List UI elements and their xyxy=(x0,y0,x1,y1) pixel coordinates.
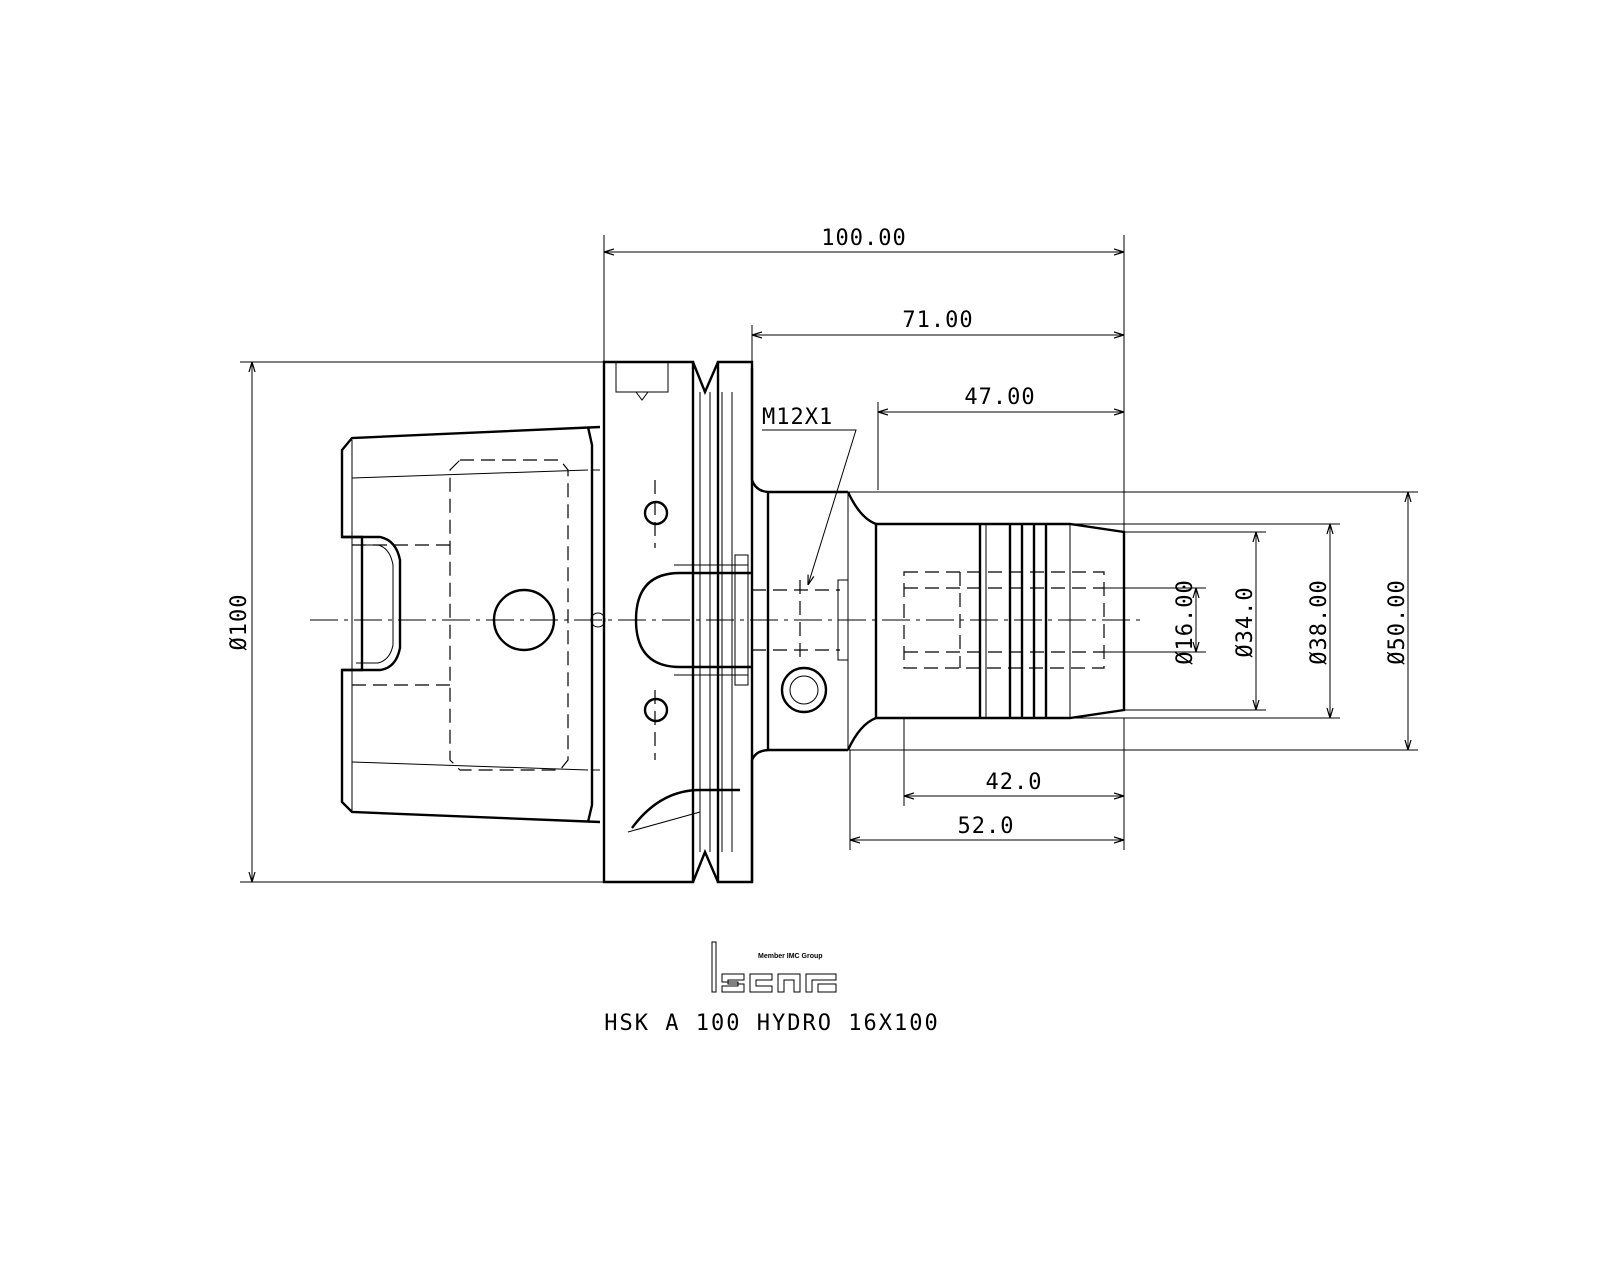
dimension-diameter-34: Ø34.0 xyxy=(1124,531,1266,711)
dimension-diameter-16: Ø16.00 xyxy=(1104,579,1206,665)
dimension-52: 52.0 xyxy=(849,750,1124,850)
dim-flange-diameter: Ø100 xyxy=(227,594,252,651)
dim-length-71: 71.00 xyxy=(902,308,973,333)
dimension-100: 100.00 xyxy=(603,226,1125,532)
dim-diameter-38: Ø38.00 xyxy=(1307,579,1332,664)
dimension-47: 47.00 xyxy=(877,385,1124,490)
dimension-diameter-38: Ø38.00 xyxy=(1070,523,1340,719)
thread-label: M12X1 xyxy=(762,405,833,430)
dim-length-52: 52.0 xyxy=(958,814,1015,839)
dimension-42: 42.0 xyxy=(903,718,1125,850)
dim-diameter-34: Ø34.0 xyxy=(1233,586,1258,657)
hsk-taper-shank xyxy=(340,425,606,824)
dimension-71: 71.00 xyxy=(751,308,1124,362)
part-name: HSK A 100 HYDRO 16X100 xyxy=(604,1011,939,1036)
body xyxy=(750,368,877,882)
iscar-logo: Member IMC Group xyxy=(711,941,837,993)
coolant-tube xyxy=(634,554,752,686)
dimension-diameter-100: Ø100 xyxy=(227,361,604,883)
dim-length-42: 42.0 xyxy=(986,770,1043,795)
dim-length-47: 47.00 xyxy=(964,385,1035,410)
thread-callout: M12X1 xyxy=(762,405,857,585)
flange xyxy=(602,360,754,884)
dim-diameter-50: Ø50.00 xyxy=(1385,579,1410,664)
logo-tagline: Member IMC Group xyxy=(758,953,823,960)
hydraulic-nose xyxy=(874,522,1126,720)
dimension-diameter-50: Ø50.00 xyxy=(848,491,1418,751)
dim-overall-length: 100.00 xyxy=(821,226,906,251)
dim-bore-diameter: Ø16.00 xyxy=(1173,579,1198,664)
